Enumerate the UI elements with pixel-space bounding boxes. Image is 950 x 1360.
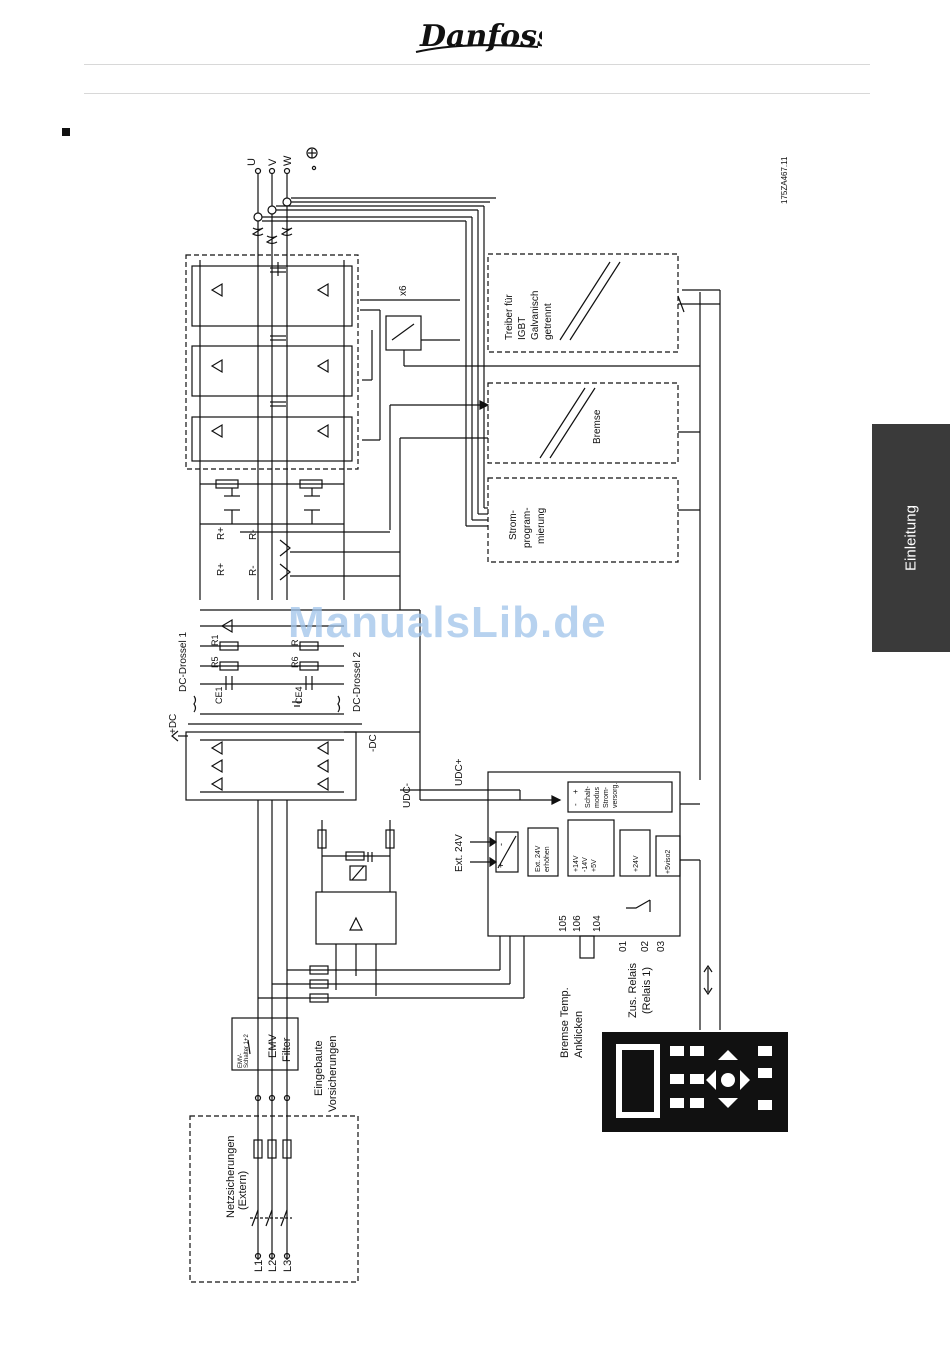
term-106: 106 (572, 915, 583, 932)
label-r-minus-2: R- (248, 565, 259, 576)
driver-line1: Treiber für (504, 294, 515, 340)
label-ce4: CE4 (294, 686, 304, 704)
label-r-minus-1: R- (248, 529, 259, 540)
eingebaute: Eingebaute (313, 1040, 325, 1096)
minus-dc-label: -DC (368, 734, 379, 752)
driver-line4: getrennt (543, 303, 554, 340)
brake-label: Bremse (592, 409, 603, 444)
label-r-plus-1: R+ (216, 527, 227, 540)
term-105: 105 (558, 915, 569, 932)
emv-switch: EMV- (238, 1053, 244, 1068)
current-prog-line3: mierung (536, 508, 547, 544)
rail-14n: -14V (582, 857, 589, 872)
dc-choke1-label: DC-Drossel 1 (178, 632, 189, 692)
label-v: V (267, 158, 279, 166)
label-r6: R6 (290, 656, 300, 668)
emv-label: EMV (267, 1034, 279, 1059)
inverter-block (185, 254, 359, 470)
label-r-plus-2: R+ (216, 563, 227, 576)
rail-24: +24V (633, 855, 640, 872)
smps-line2: modus (594, 786, 601, 808)
bremse-temp: Bremse Temp. (559, 987, 571, 1058)
plus-dc-label: +DC (168, 714, 179, 734)
current-prog-line2: program- (522, 507, 533, 548)
boost-line1: Ext. 24V (535, 845, 542, 872)
smps-line4: versorg. (612, 783, 619, 808)
ext-plus: + (496, 863, 506, 868)
watermark: ManualsLib.de (288, 598, 607, 647)
smps-minus: - (571, 803, 580, 806)
emv-switch2: Schalter 1+2 (244, 1033, 250, 1068)
control-panel (602, 1032, 788, 1132)
label-r1: R1 (210, 634, 220, 646)
danfoss-logo: Danfoss (415, 19, 542, 54)
label-ce1: CE1 (214, 686, 224, 704)
relay-03: 03 (656, 940, 667, 952)
extern: (Extern) (237, 1171, 249, 1210)
label-l3: L3 (282, 1260, 294, 1272)
rail-5iso: +5viso2 (665, 850, 672, 874)
zus-relais: Zus. Relais (627, 962, 639, 1018)
udc-plus-label: UDC+ (454, 758, 465, 786)
netzsicherungen: Netzsicherungen (225, 1135, 237, 1218)
header-rule-bottom (84, 93, 870, 94)
mains-section (189, 1115, 359, 1283)
brake-box (487, 382, 679, 464)
filter-label: Filter (281, 1037, 293, 1062)
relay-02: 02 (640, 940, 651, 952)
ext24-label: Ext. 24V (454, 834, 465, 872)
relay-01: 01 (618, 940, 629, 952)
header-rule-top (84, 64, 870, 65)
chapter-tab[interactable]: Einleitung (872, 424, 950, 652)
vorsicherungen: Vorsicherungen (327, 1036, 339, 1112)
ext-minus: - (496, 843, 506, 846)
relais-1: (Relais 1) (641, 967, 653, 1014)
smps-line3: Strom- (603, 786, 610, 808)
control-box (487, 771, 681, 937)
udc-minus-label: UDC- (402, 783, 413, 808)
current-prog-line1: Strom- (508, 510, 519, 540)
igbt-diodes (210, 282, 329, 439)
label-r: R (290, 639, 300, 646)
section-bullet (62, 128, 70, 136)
boost-line2: erhöhen (544, 846, 551, 872)
label-x6: x6 (398, 285, 409, 296)
label-l2: L2 (267, 1260, 279, 1272)
smps-line1: Schalt- (585, 786, 592, 808)
label-l1: L1 (253, 1260, 265, 1272)
dc-choke2-label: DC-Drossel 2 (352, 652, 363, 712)
rail-14p: +14V (573, 855, 580, 872)
label-u: U (246, 158, 258, 166)
rectifier-diodes (210, 740, 329, 792)
anklicken: Anklicken (573, 1011, 585, 1058)
label-w: W (282, 155, 294, 166)
driver-line3: Galvanisch (530, 291, 541, 340)
term-104: 104 (592, 915, 603, 932)
driver-line2: IGBT (517, 317, 528, 340)
label-r5: R5 (210, 656, 220, 668)
rail-5p: +5V (591, 859, 598, 872)
figure-id: 175ZA467.11 (780, 156, 789, 204)
smps-plus: + (571, 789, 580, 794)
